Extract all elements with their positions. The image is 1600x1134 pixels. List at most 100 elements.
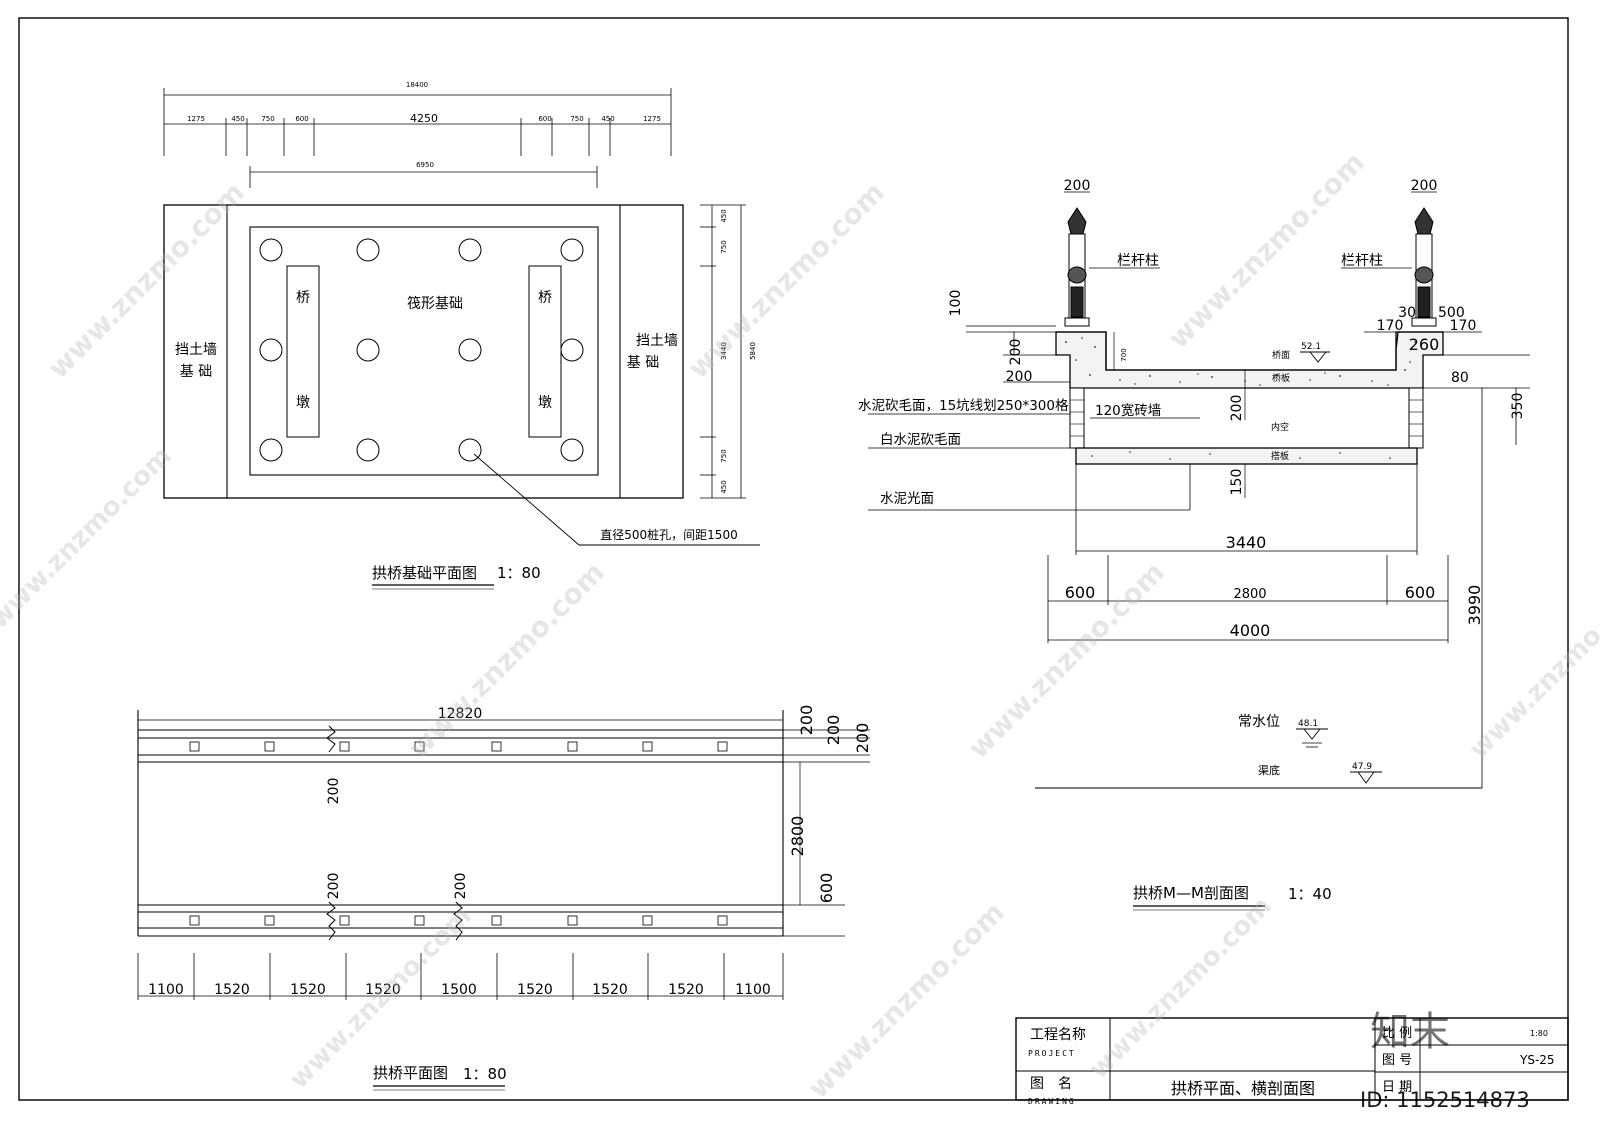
dim-top-2: 450 <box>231 115 244 123</box>
watermark-url-1: www.znzmo.com <box>42 176 251 385</box>
elev-deck: 52.1 <box>1301 342 1321 352</box>
dim-200-a: 200 <box>1008 339 1024 366</box>
watermark-url-5: www.znzmo.com <box>1162 146 1371 355</box>
dim-170-a: 170 <box>1377 318 1404 334</box>
right-wall-label-1: 挡土墙 <box>636 333 678 349</box>
deck-surface: 桥面 <box>1272 349 1290 361</box>
water-elev: 48.1 <box>1298 719 1318 729</box>
bed-label: 渠底 <box>1258 763 1280 777</box>
base-slab <box>1075 447 1418 465</box>
dim-2800: 2800 <box>1233 587 1266 602</box>
hollow-label: 内空 <box>1271 421 1289 433</box>
right-wall-label-2: 基 础 <box>627 354 659 371</box>
watermark-logo: 知末 <box>1370 1009 1450 1055</box>
raft-label: 筏形基础 <box>407 295 463 312</box>
bridge-plan: 12820 200 200 <box>137 705 872 1091</box>
dim-170-b: 170 <box>1450 318 1477 334</box>
plan-title: 拱桥平面图 <box>373 1064 448 1082</box>
foundation-plan: 18400 1275 450 750 600 4250 600 750 450 … <box>163 81 760 590</box>
dim-350: 350 <box>1510 393 1526 420</box>
pier-left-2: 墩 <box>296 395 310 411</box>
dim-600-r: 600 <box>1405 583 1436 602</box>
watermark-url-10: www.znzmo.com <box>1084 891 1278 1085</box>
note-3: 白水泥砍毛面 <box>880 432 961 448</box>
dim-700: 700 <box>1120 348 1128 361</box>
section-title: 拱桥M—M剖面图 <box>1133 884 1249 902</box>
post-width-left: 200 <box>1064 178 1091 194</box>
watermark-url-3: www.znzmo.com <box>682 176 891 385</box>
dim-200-mid: 200 <box>1229 395 1245 422</box>
dim-500: 500 <box>1438 305 1465 321</box>
note-2: 120宽砖墙 <box>1095 402 1161 419</box>
drawing-name-cn: 图 名 <box>1030 1076 1072 1092</box>
foundation-title: 拱桥基础平面图 <box>372 564 477 582</box>
plan-bottom-dim-9: 1100 <box>735 982 771 998</box>
pier-right-1: 桥 <box>538 290 552 306</box>
dim-4000: 4000 <box>1230 621 1271 640</box>
dim-30: 30 <box>1398 305 1416 321</box>
left-wall-label-1: 挡土墙 <box>175 342 217 358</box>
plan-inner-dim-3: 200 <box>453 873 469 900</box>
plan-bottom-dim-7: 1520 <box>592 982 628 998</box>
railing-post-left: 200 <box>1064 178 1091 327</box>
plan-right-dim-5: 600 <box>817 873 836 904</box>
plan-bottom-dim-6: 1520 <box>517 982 553 998</box>
watermark-id: ID: 1152514873 <box>1360 1088 1530 1112</box>
post-label-right: 栏杆柱 <box>1341 253 1383 269</box>
bed-elev: 47.9 <box>1352 762 1372 772</box>
plan-bottom-dim-5: 1500 <box>441 982 477 998</box>
section-scale: 1：40 <box>1288 885 1332 903</box>
plan-bottom-dim-3: 1520 <box>290 982 326 998</box>
deck-slab: 桥板 <box>1272 372 1290 384</box>
drawing-name-en: DRAWING <box>1028 1097 1076 1106</box>
dim-150: 150 <box>1229 469 1245 496</box>
plan-inner-dim-2: 200 <box>326 873 342 900</box>
dim-inner: 6950 <box>416 161 434 169</box>
pile-note: 直径500桩孔，间距1500 <box>600 527 737 542</box>
post-width-right: 200 <box>1411 178 1438 194</box>
dim-top-8: 450 <box>601 115 614 123</box>
left-wall-label-2: 基 础 <box>180 363 212 380</box>
dim-right-1: 450 <box>720 209 728 222</box>
dim-80: 80 <box>1451 370 1469 386</box>
note-1: 水泥砍毛面，15坑线划250*300格 <box>858 398 1069 414</box>
dim-260: 260 <box>1409 335 1440 354</box>
dim-3440: 3440 <box>1226 533 1267 552</box>
watermark: www.znzmo.com www.znzmo.com www.znzmo.co… <box>0 146 1600 1112</box>
watermark-url-9: www.znzmo.com <box>0 441 178 635</box>
plan-right-dim-1: 200 <box>797 705 816 736</box>
plan-bottom-dim-8: 1520 <box>668 982 704 998</box>
watermark-url-2: www.znzmo.com <box>402 556 611 765</box>
dim-top-9: 1275 <box>643 115 661 123</box>
note-4: 水泥光面 <box>880 491 934 507</box>
dim-top-5: 4250 <box>410 112 438 125</box>
dim-3990: 3990 <box>1465 585 1484 626</box>
dim-right-5: 450 <box>720 480 728 493</box>
dim-top-1: 1275 <box>187 115 205 123</box>
drawing-title: 拱桥平面、横剖面图 <box>1171 1079 1315 1098</box>
pier-left-1: 桥 <box>296 290 310 306</box>
plan-right-dim-3: 200 <box>853 723 872 754</box>
dim-overall: 18400 <box>406 81 428 89</box>
dim-200-b: 200 <box>1006 369 1033 385</box>
dim-top-3: 750 <box>261 115 274 123</box>
pile-holes <box>259 238 584 462</box>
plan-bottom-dim-2: 1520 <box>214 982 250 998</box>
watermark-url-6: www.znzmo.com <box>802 896 1011 1105</box>
foundation-scale: 1：80 <box>497 564 541 582</box>
drawing-border <box>18 17 1569 1101</box>
dim-right-3: 3440 <box>720 342 728 360</box>
scale-value: 1:80 <box>1530 1029 1548 1038</box>
dim-right-total: 5840 <box>749 342 757 360</box>
plan-right-dim-2: 200 <box>824 715 843 746</box>
plan-scale: 1：80 <box>463 1065 507 1083</box>
section-mm: 200 200 栏杆柱 栏杆柱 <box>858 178 1530 911</box>
post-label-left: 栏杆柱 <box>1117 253 1159 269</box>
concrete-hatch <box>1065 337 1433 386</box>
dim-top-4: 600 <box>295 115 308 123</box>
project-name-en: PROJECT <box>1028 1049 1076 1058</box>
project-name-cn: 工程名称 <box>1030 1027 1086 1043</box>
plan-bottom-dim-4: 1520 <box>365 982 401 998</box>
dim-top-6: 600 <box>538 115 551 123</box>
